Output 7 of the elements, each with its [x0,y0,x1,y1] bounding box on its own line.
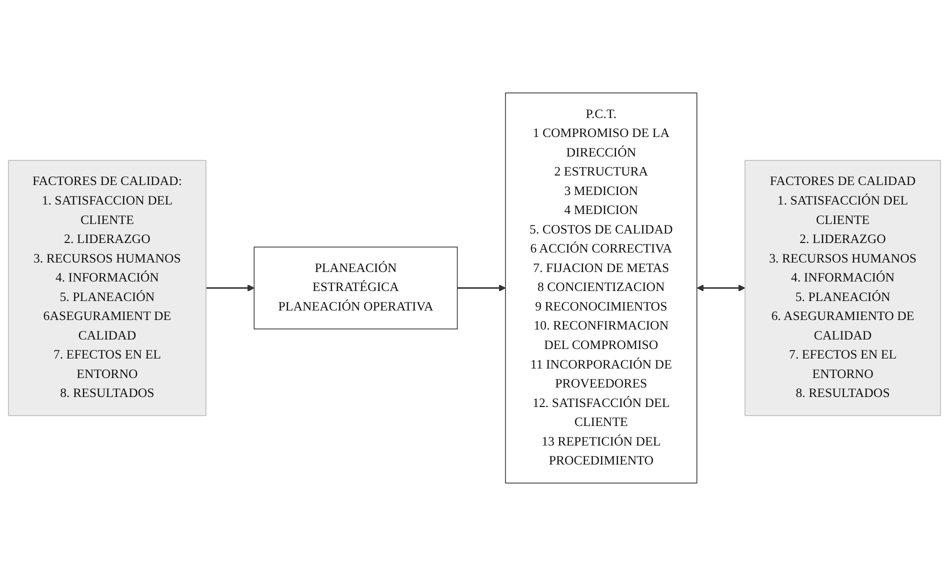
node-box: FACTORES DE CALIDAD: 1. SATISFACCION DEL CLIENTE 2. LIDERAZGO 3. RECURSOS HUMANOS 4. INFORMACIÓN 5. PLANEACIÓN 6ASEGURAMIENT DE CALIDAD 7. EFECTOS EN EL ENTORNO 8. RESULTADOS [8,160,206,416]
arrow [206,284,254,292]
node-box: P.C.T. 1 COMPROMISO DE LA DIRECCIÓN 2 ESTRUCTURA 3 MEDICION 4 MEDICION 5. COSTOS DE CALIDAD 6 ACCIÓN CORRECTIVA 7. FIJACION DE METAS 8 CONCIENTIZACION 9 RECONOCIMIENTOS 10. RECONFIRMACION DEL COMPROMISO 11 INCORPORACIÓN DE PROVEEDORES 12. SATISFACCIÓN DEL CLIENTE 13 REPETICIÓN DEL PROCEDIMIENTO [505,92,698,484]
node-box: PLANEACIÓN ESTRATÉGICA PLANEACIÓN OPERATIVA [254,246,458,330]
arrow [696,284,746,292]
arrow [457,284,506,292]
node-box: FACTORES DE CALIDAD 1. SATISFACCIÓN DEL CLIENTE 2. LIDERAZGO 3. RECURSOS HUMANOS 4. INFORMACIÓN 5. PLANEACIÓN 6. ASEGURAMIENTO DE CALIDAD 7. EFECTOS EN EL ENTORNO 8. RESULTADOS [744,160,941,416]
